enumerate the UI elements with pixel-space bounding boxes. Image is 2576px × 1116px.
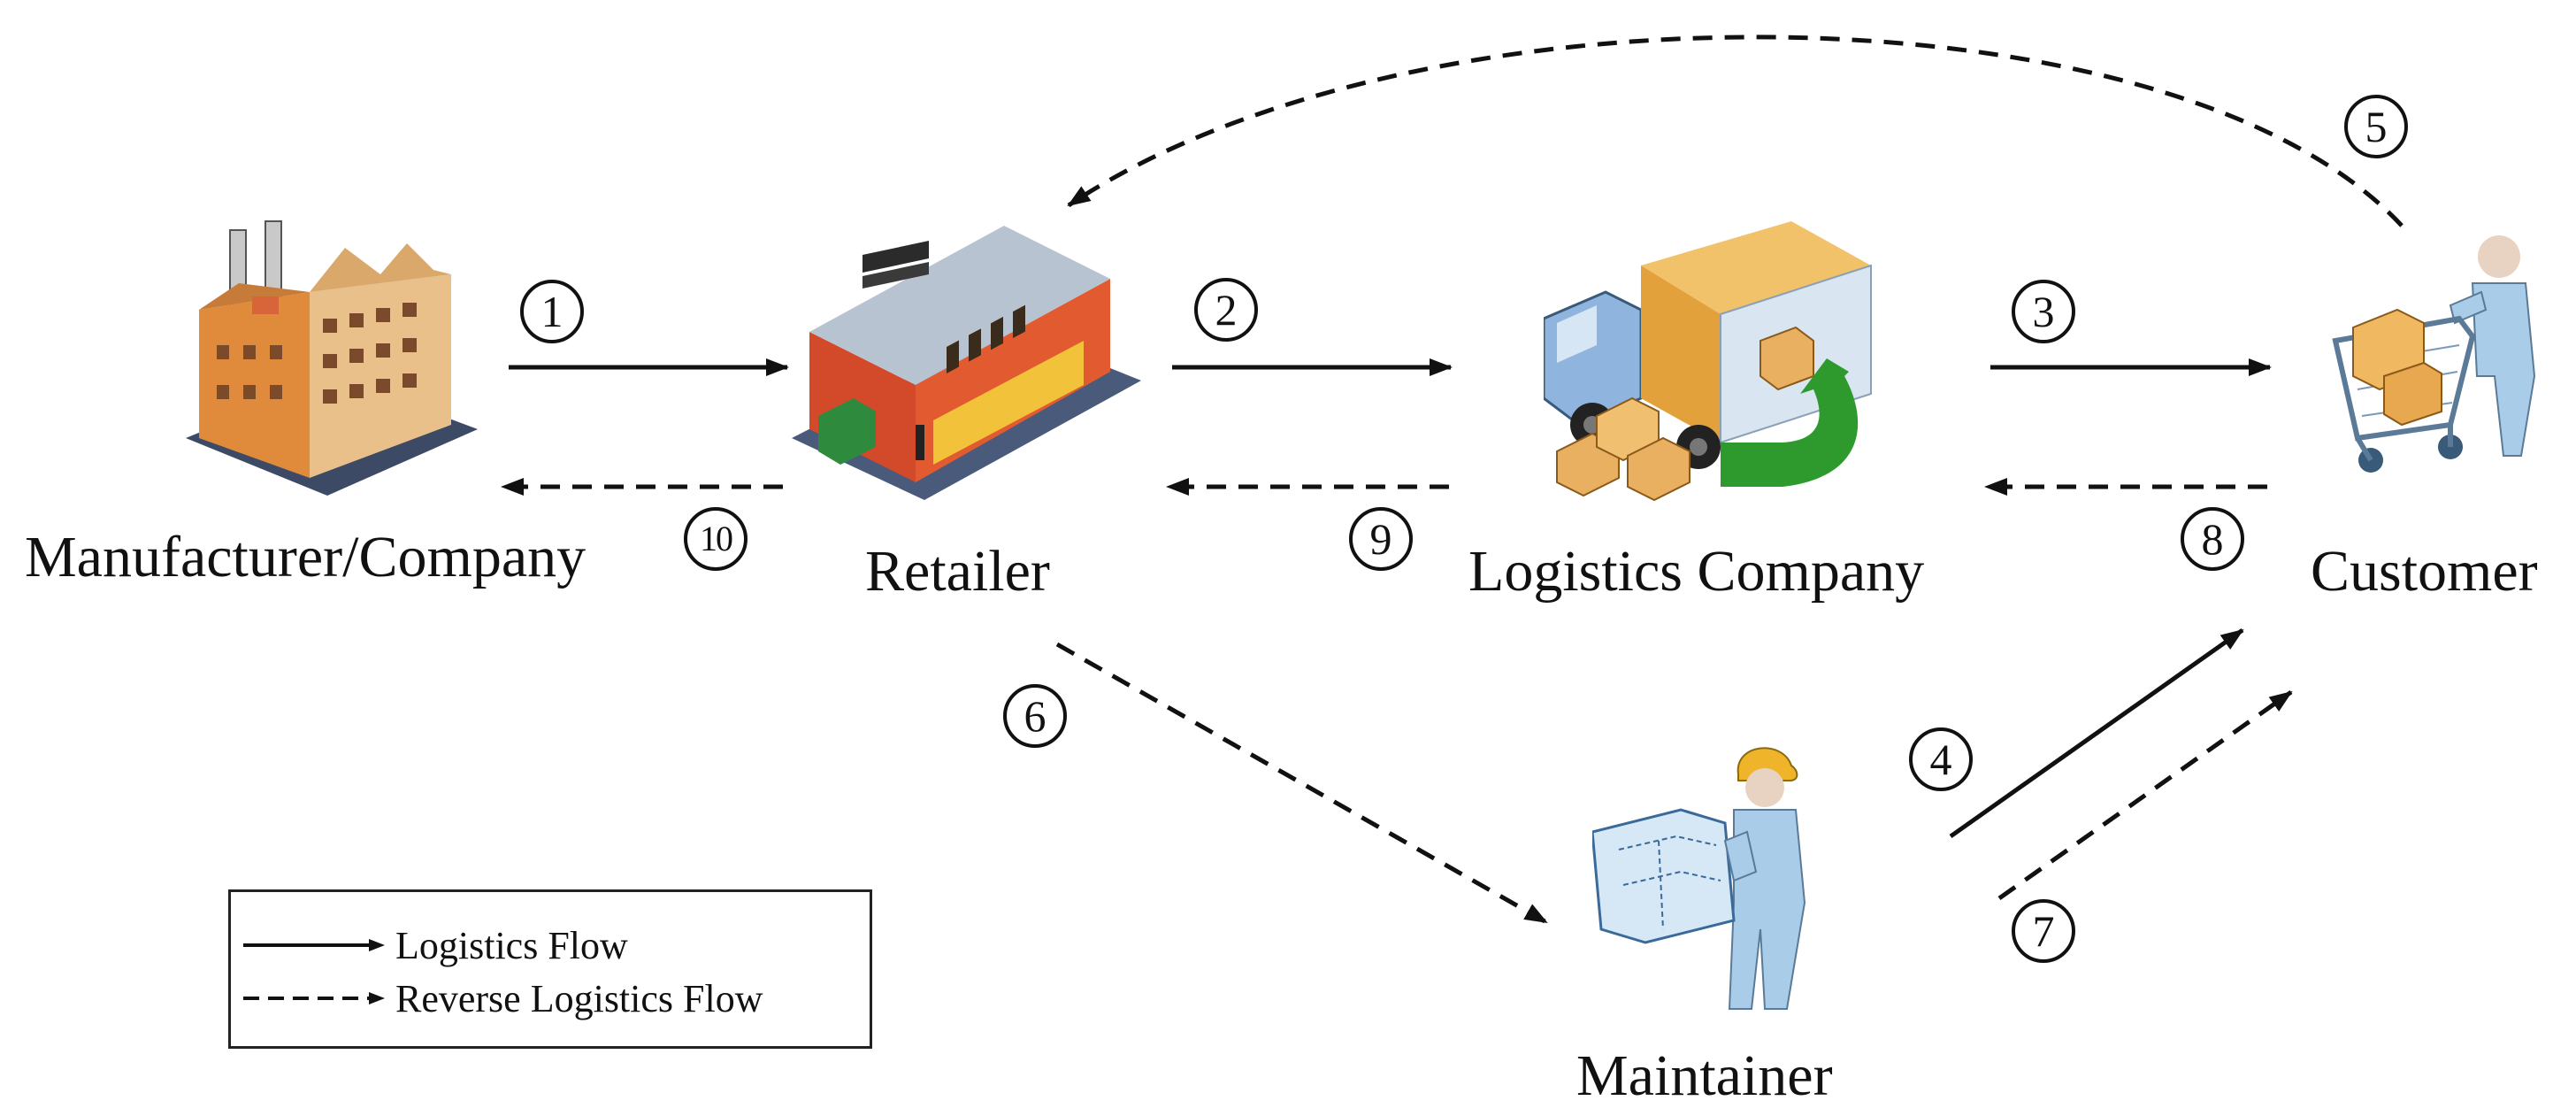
logistics-company-label: Logistics Company — [1468, 539, 1925, 604]
dashed-arrow-icon — [243, 992, 385, 1004]
solid-arrow-icon — [243, 939, 385, 951]
step-marker-5: 5 — [2344, 95, 2408, 158]
maintainer-label: Maintainer — [1576, 1043, 1833, 1108]
store-icon — [792, 226, 1141, 500]
delivery-truck-icon — [1544, 221, 1872, 502]
arrow-step-6 — [1055, 642, 1548, 925]
legend-label-logistics-flow: Logistics Flow — [395, 923, 628, 967]
manufacturer-label: Manufacturer/Company — [25, 525, 586, 589]
step-marker-3: 3 — [2012, 280, 2075, 343]
step-marker-8: 8 — [2181, 507, 2244, 571]
step-marker-9: 9 — [1349, 507, 1413, 571]
arrow-step-5 — [1067, 35, 2404, 227]
legend: Logistics Flow Reverse Logistics Flow — [228, 889, 872, 1049]
arrow-step-7 — [1997, 689, 2293, 901]
step-marker-4: 4 — [1909, 727, 1973, 791]
step-marker-10: 10 — [684, 507, 748, 571]
step-marker-1: 1 — [520, 280, 584, 343]
shopping-cart-customer-icon — [2332, 235, 2536, 473]
step-marker-2: 2 — [1194, 278, 1258, 342]
legend-item-reverse-logistics-flow: Reverse Logistics Flow — [243, 976, 763, 1020]
factory-icon — [186, 220, 478, 496]
arrow-step-4 — [1949, 627, 2244, 839]
retailer-label: Retailer — [865, 539, 1050, 604]
step-marker-7: 7 — [2012, 899, 2075, 963]
maintainer-worker-icon — [1592, 747, 1806, 1010]
legend-item-logistics-flow: Logistics Flow — [243, 923, 628, 967]
legend-label-reverse-logistics-flow: Reverse Logistics Flow — [395, 976, 763, 1020]
customer-label: Customer — [2311, 539, 2538, 604]
step-marker-6: 6 — [1003, 684, 1067, 748]
